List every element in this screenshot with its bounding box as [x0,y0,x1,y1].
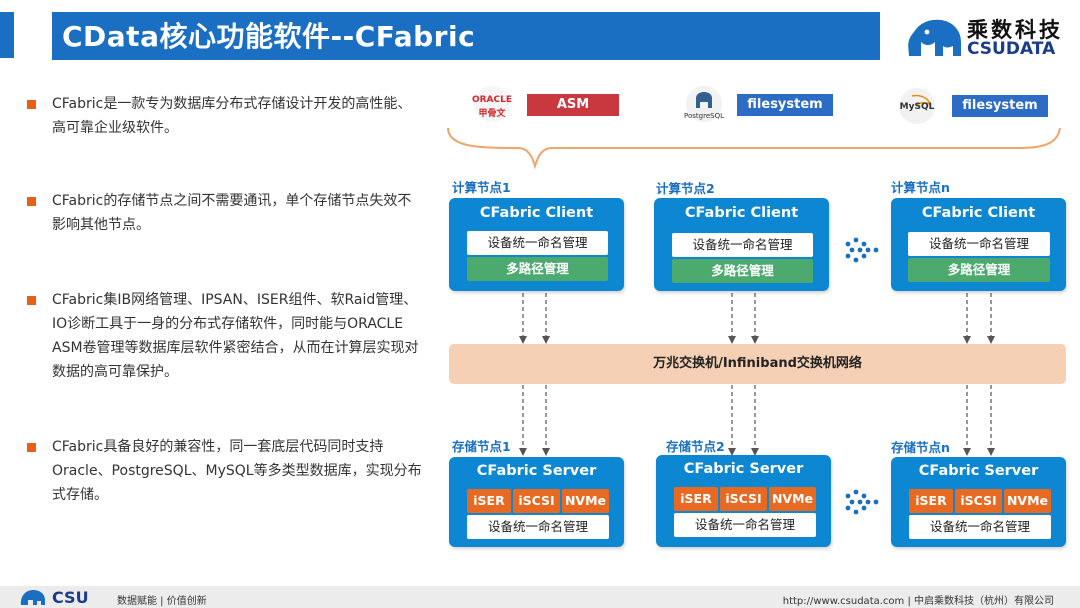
oracle-logo-text: ORACLE [471,95,513,105]
server-title: CFabric Server [918,463,1039,479]
iser-chip: iSER [909,489,953,513]
server-title: CFabric Server [476,463,597,479]
storage-node-label: 存储节点n [891,440,950,455]
logo-cn-text: 乘数科技 [967,18,1063,42]
bullet-text: CFabric具备良好的兼容性，同一套底层代码同时支持Oracle、Postgr… [52,439,422,503]
compute-node-box: CFabric Client 设备统一命名管理 多路径管理 [891,198,1066,291]
naming-management-bar: 设备统一命名管理 [909,515,1051,539]
iscsi-chip: iSCSI [720,487,767,511]
storage-node-box: CFabric Server iSER iSCSI NVMe 设备统一命名管理 [656,455,831,547]
client-title: CFabric Client [921,205,1036,221]
brace-shape [447,127,1061,170]
storage-node-label: 存储节点2 [666,439,725,454]
bullet-square-icon [27,296,36,305]
bullet-item: CFabric具备良好的兼容性，同一套底层代码同时支持Oracle、Postgr… [24,435,424,507]
naming-management-bar: 设备统一命名管理 [467,515,609,539]
bullet-item: CFabric是一款专为数据库分布式存储设计开发的高性能、高可靠企业级软件。 [24,92,424,140]
naming-management-bar: 设备统一命名管理 [467,231,608,255]
compute-node-box: CFabric Client 设备统一命名管理 多路径管理 [449,198,624,291]
mysql-logo-text: MySQL [899,102,935,112]
mysql-dolphin-icon [911,94,932,107]
oracle-logo-cn-text: 甲骨文 [478,109,506,119]
title-accent-bar [0,12,14,58]
elephant-logo-icon [908,19,961,56]
postgresql-logo-bg [686,86,722,122]
storage-node-label: 存储节点1 [452,439,511,454]
iscsi-chip: iSCSI [513,489,560,513]
iscsi-chip: iSCSI [955,489,1002,513]
nvme-chip: NVMe [562,489,609,513]
bullet-text: CFabric是一款专为数据库分布式存储设计开发的高性能、高可靠企业级软件。 [52,96,412,136]
client-title: CFabric Client [684,205,799,221]
bullet-square-icon [27,197,36,206]
naming-management-bar: 设备统一命名管理 [674,513,816,537]
ellipsis-dots-compute-icon [845,237,879,263]
oracle-logo-bg [474,86,510,122]
compute-node-label: 计算节点n [891,180,950,195]
title-bar [52,12,880,58]
title-underline [52,58,880,60]
ellipsis-dots-storage-icon [845,489,879,515]
mysql-filesystem-label: filesystem [952,95,1048,117]
bullet-text: CFabric集IB网络管理、IPSAN、ISER组件、软Raid管理、IO诊断… [52,292,419,380]
switch-network-band: 万兆交换机/Infiniband交换机网络 [449,344,1066,384]
nvme-chip: NVMe [769,487,816,511]
storage-node-box: CFabric Server iSER iSCSI NVMe 设备统一命名管理 [449,457,624,547]
logo-en-text: CSUDATA [967,39,1056,59]
iser-chip: iSER [674,487,718,511]
page-title: CData核心功能软件--CFabric [62,20,476,53]
company-logo: 乘数科技 CSUDATA [905,12,1075,62]
compute-arrowheads [519,336,995,344]
bullet-square-icon [27,100,36,109]
multipath-management-bar: 多路径管理 [467,257,608,281]
footer-slogan: 数据赋能 | 价值创新 [117,596,207,607]
bullet-text: CFabric的存储节点之间不需要通讯，单个存储节点失效不影响其他节点。 [52,193,412,233]
postgresql-logo-text: PostgreSQL [684,112,724,120]
nvme-chip: NVMe [1004,489,1051,513]
footer-website[interactable]: http://www.csudata.com | 中启乘数科技（杭州）有限公司 [782,596,1054,607]
client-title: CFabric Client [479,205,594,221]
postgresql-filesystem-label: filesystem [737,94,833,116]
multipath-management-bar: 多路径管理 [908,258,1050,282]
multipath-management-bar: 多路径管理 [672,259,813,283]
postgresql-elephant-icon [696,92,712,108]
naming-management-bar: 设备统一命名管理 [908,232,1050,256]
compute-node-label: 计算节点1 [452,180,511,195]
compute-node-label: 计算节点2 [656,181,715,196]
storage-arrowheads [519,448,995,456]
naming-management-bar: 设备统一命名管理 [672,233,813,257]
server-title: CFabric Server [683,461,804,477]
footer-logo-text: CSU [52,588,89,607]
bullet-item: CFabric集IB网络管理、IPSAN、ISER组件、软Raid管理、IO诊断… [24,288,424,384]
bullet-item: CFabric的存储节点之间不需要通讯，单个存储节点失效不影响其他节点。 [24,189,424,237]
asm-label: ASM [527,94,619,116]
footer-elephant-icon [20,590,45,605]
storage-node-box: CFabric Server iSER iSCSI NVMe 设备统一命名管理 [891,457,1066,547]
compute-connectors [522,293,992,340]
compute-node-box: CFabric Client 设备统一命名管理 多路径管理 [654,198,829,291]
bullet-square-icon [27,443,36,452]
iser-chip: iSER [467,489,511,513]
footer-bar [0,586,1080,608]
